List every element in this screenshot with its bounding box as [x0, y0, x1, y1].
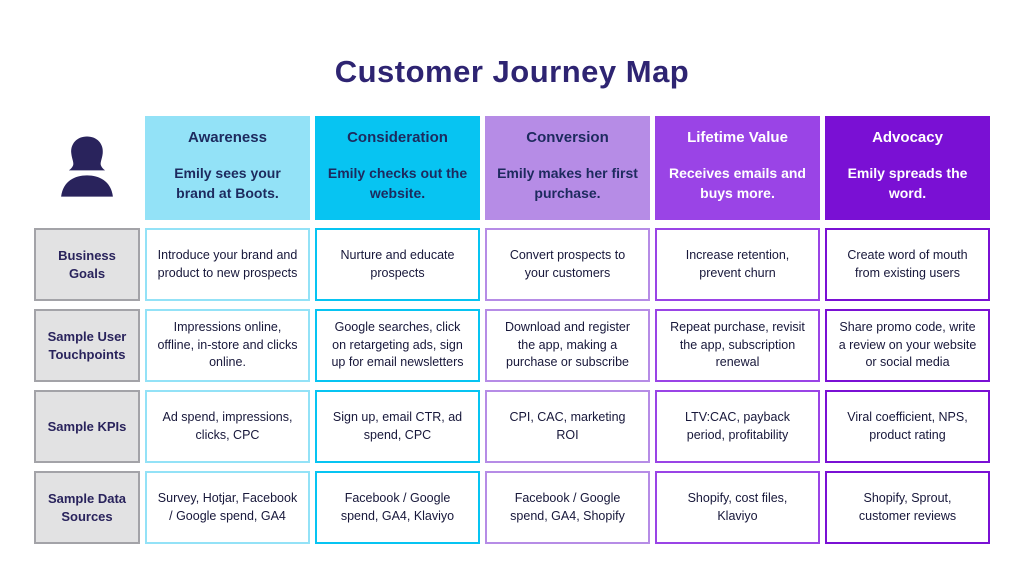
- cell-data-sources-awareness: Survey, Hotjar, Facebook / Google spend,…: [145, 471, 310, 544]
- cell-kpis-advocacy: Viral coefficient, NPS, product rating: [825, 390, 990, 463]
- column-header-advocacy: Advocacy Emily spreads the word.: [825, 116, 990, 220]
- customer-journey-map-page: Customer Journey Map Awareness Emily see…: [0, 54, 1024, 576]
- cell-data-sources-lifetime-value: Shopify, cost files, Klaviyo: [655, 471, 820, 544]
- column-subtitle: Emily sees your brand at Boots.: [174, 165, 281, 202]
- column-header-conversion: Conversion Emily makes her first purchas…: [485, 116, 650, 220]
- cell-business-goals-advocacy: Create word of mouth from existing users: [825, 228, 990, 301]
- woman-silhouette-icon: [61, 136, 113, 197]
- cell-touchpoints-advocacy: Share promo code, write a review on your…: [825, 309, 990, 382]
- cell-touchpoints-conversion: Download and register the app, making a …: [485, 309, 650, 382]
- cell-business-goals-awareness: Introduce your brand and product to new …: [145, 228, 310, 301]
- column-title: Advocacy: [872, 129, 943, 146]
- column-title: Lifetime Value: [687, 129, 788, 146]
- column-title: Awareness: [188, 129, 267, 146]
- cell-data-sources-conversion: Facebook / Google spend, GA4, Shopify: [485, 471, 650, 544]
- cell-data-sources-consideration: Facebook / Google spend, GA4, Klaviyo: [315, 471, 480, 544]
- row-label-sample-user-touchpoints: Sample User Touchpoints: [34, 309, 140, 382]
- column-header-awareness: Awareness Emily sees your brand at Boots…: [145, 116, 310, 220]
- cell-data-sources-advocacy: Shopify, Sprout, customer reviews: [825, 471, 990, 544]
- row-label-sample-data-sources: Sample Data Sources: [34, 471, 140, 544]
- cell-business-goals-lifetime-value: Increase retention, prevent churn: [655, 228, 820, 301]
- journey-grid: Awareness Emily sees your brand at Boots…: [34, 116, 990, 544]
- cell-touchpoints-lifetime-value: Repeat purchase, revisit the app, subscr…: [655, 309, 820, 382]
- column-title: Conversion: [526, 129, 609, 146]
- column-subtitle: Emily makes her first purchase.: [497, 165, 638, 202]
- cell-kpis-awareness: Ad spend, impressions, clicks, CPC: [145, 390, 310, 463]
- column-subtitle: Emily spreads the word.: [847, 165, 968, 202]
- cell-touchpoints-consideration: Google searches, click on retargeting ad…: [315, 309, 480, 382]
- persona-cell: [34, 116, 140, 220]
- cell-business-goals-consideration: Nurture and educate prospects: [315, 228, 480, 301]
- cell-kpis-lifetime-value: LTV:CAC, payback period, profitability: [655, 390, 820, 463]
- page-title: Customer Journey Map: [334, 54, 690, 89]
- column-subtitle: Receives emails and buys more.: [669, 165, 806, 202]
- cell-touchpoints-awareness: Impressions online, offline, in-store an…: [145, 309, 310, 382]
- column-header-consideration: Consideration Emily checks out the websi…: [315, 116, 480, 220]
- column-subtitle: Emily checks out the website.: [327, 165, 468, 202]
- column-title: Consideration: [347, 129, 448, 146]
- row-label-sample-kpis: Sample KPIs: [34, 390, 140, 463]
- cell-business-goals-conversion: Convert prospects to your customers: [485, 228, 650, 301]
- cell-kpis-conversion: CPI, CAC, marketing ROI: [485, 390, 650, 463]
- cell-kpis-consideration: Sign up, email CTR, ad spend, CPC: [315, 390, 480, 463]
- row-label-business-goals: Business Goals: [34, 228, 140, 301]
- column-header-lifetime-value: Lifetime Value Receives emails and buys …: [655, 116, 820, 220]
